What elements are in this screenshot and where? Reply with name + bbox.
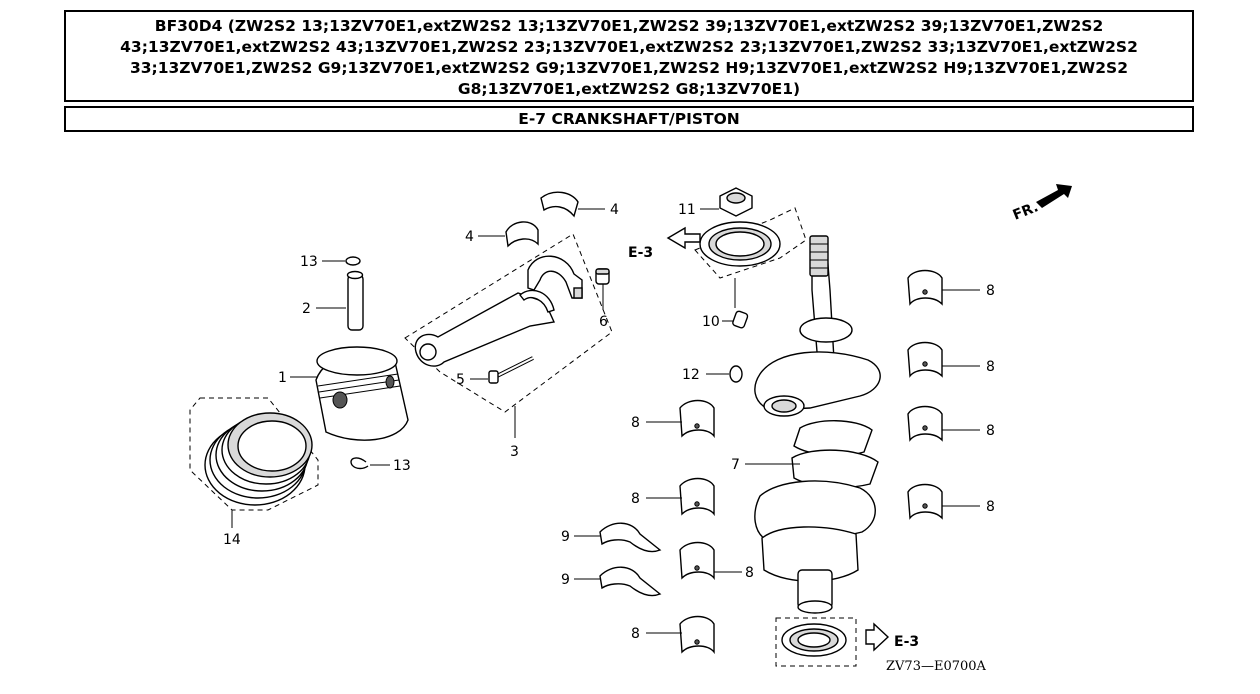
crankshaft-oil-seal-bottom[interactable] (781, 623, 847, 657)
rod-bearing-upper[interactable] (540, 191, 579, 218)
main-bearing-7[interactable] (907, 405, 943, 442)
drawing-code: ZV73—E0700A (886, 659, 987, 674)
main-bearing-1[interactable] (679, 399, 715, 439)
section-title: E-7 CRANKSHAFT/PISTON (64, 106, 1194, 132)
callout-2: 2 (302, 301, 311, 317)
callout-13-top: 13 (300, 254, 318, 270)
callout-1: 1 (278, 370, 287, 386)
callout-13-bottom: 13 (393, 458, 411, 474)
pin-clip-bottom[interactable] (350, 457, 369, 470)
connecting-rod-cap[interactable] (527, 255, 583, 299)
piston-pin[interactable] (346, 270, 364, 331)
callout-8-l4: 8 (631, 626, 640, 642)
pin-clip-top[interactable] (345, 256, 361, 266)
main-bearing-4[interactable] (679, 615, 715, 655)
main-bearing-8[interactable] (907, 483, 943, 520)
callout-8-l3: 8 (745, 565, 754, 581)
reference-label-top[interactable]: E-3 (628, 245, 653, 261)
callout-6: 6 (599, 314, 608, 330)
reference-arrow-bottom[interactable] (865, 622, 890, 652)
thrust-washer-lower[interactable] (599, 566, 662, 597)
rod-bolt[interactable] (488, 356, 534, 384)
callout-8-r1: 8 (986, 283, 995, 299)
reference-label-bottom[interactable]: E-3 (894, 634, 919, 650)
main-bearing-5[interactable] (907, 269, 943, 306)
model-title: BF30D4 (ZW2S2 13;13ZV70E1,extZW2S2 13;13… (64, 10, 1194, 102)
crankshaft[interactable] (754, 235, 881, 614)
callout-8-l2: 8 (631, 491, 640, 507)
main-bearing-3[interactable] (679, 541, 715, 581)
front-direction-label: FR. (1011, 199, 1041, 224)
main-bearing-2[interactable] (679, 477, 715, 517)
parts-diagram: 1 2 13 13 14 4 4 6 5 3 11 10 12 7 8 8 8 … (189, 184, 1072, 674)
connecting-rod[interactable] (414, 289, 556, 367)
callout-8-l1: 8 (631, 415, 640, 431)
callout-8-r3: 8 (986, 423, 995, 439)
rod-cap-nut[interactable] (595, 268, 610, 285)
rod-bearing-lower[interactable] (505, 221, 539, 248)
callout-4-upper: 4 (610, 202, 619, 218)
callout-9-lower: 9 (561, 572, 570, 588)
callout-8-r4: 8 (986, 499, 995, 515)
callout-7: 7 (731, 457, 740, 473)
callout-4-lower: 4 (465, 229, 474, 245)
crankshaft-oil-seal-top[interactable] (699, 221, 781, 267)
reference-arrow-top[interactable] (666, 226, 701, 250)
main-bearing-6[interactable] (907, 341, 943, 378)
piston-ring-set[interactable] (189, 397, 319, 511)
thrust-washer-upper[interactable] (599, 522, 662, 553)
leader-lines (290, 208, 980, 634)
dowel-pin[interactable] (729, 365, 743, 383)
callout-14: 14 (223, 532, 241, 548)
callout-5: 5 (456, 372, 465, 388)
callout-10: 10 (702, 314, 720, 330)
flywheel-nut[interactable] (719, 187, 753, 217)
callout-11: 11 (678, 202, 696, 218)
front-direction-arrow-icon (1036, 184, 1072, 208)
callout-8-r2: 8 (986, 359, 995, 375)
callout-12: 12 (682, 367, 700, 383)
piston[interactable] (315, 346, 409, 441)
woodruff-key[interactable] (732, 310, 749, 329)
callout-9-upper: 9 (561, 529, 570, 545)
callout-3: 3 (510, 444, 519, 460)
